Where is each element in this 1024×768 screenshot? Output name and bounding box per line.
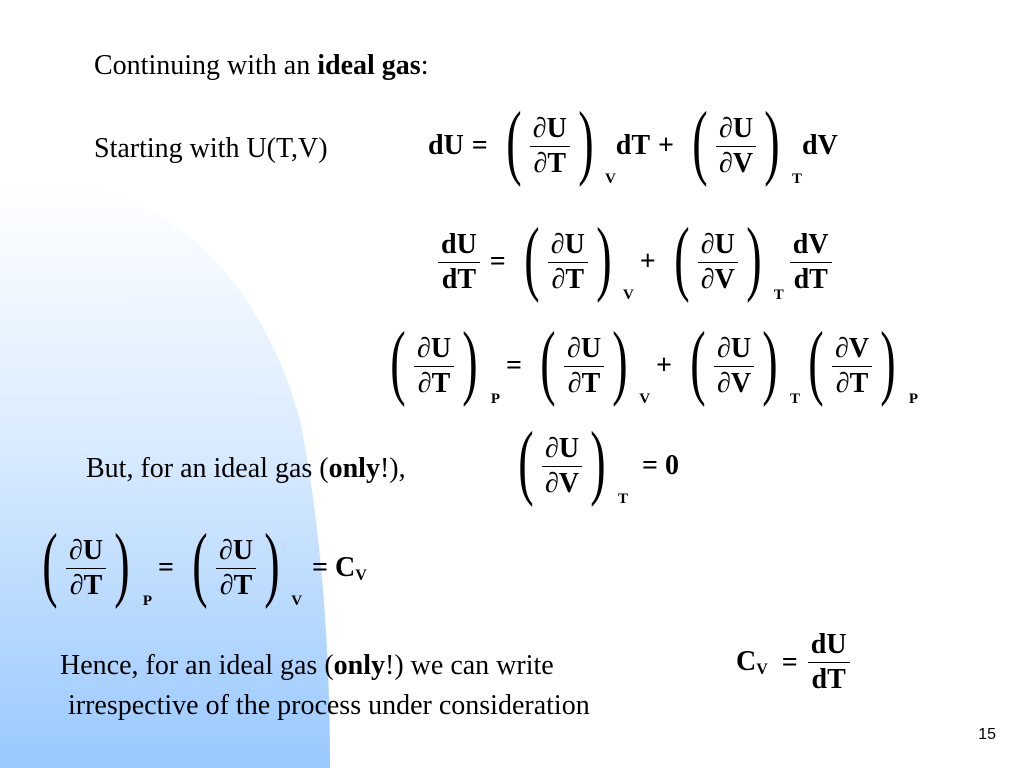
- page-number: 15: [978, 726, 996, 743]
- equation-4: ( ∂U∂V )T = 0: [518, 415, 679, 508]
- equation-1: dU= ( ∂U∂T )V dT+ ( ∂U∂V )T dV: [428, 95, 838, 188]
- starting-text: Starting with U(T,V): [94, 133, 328, 164]
- hence-line-2: irrespective of the process under consid…: [68, 690, 590, 721]
- but-line: But, for an ideal gas (only!),: [86, 453, 406, 484]
- hence-line-1: Hence, for an ideal gas (only!) we can w…: [60, 650, 554, 681]
- intro-line: Continuing with an ideal gas:: [94, 50, 429, 81]
- equation-3: ( ∂U∂T )P = ( ∂U∂T )V + ( ∂U∂V )T ( ∂V∂T…: [390, 315, 919, 408]
- equation-5: ( ∂U∂T )P = ( ∂U∂T )V = CV: [42, 517, 367, 610]
